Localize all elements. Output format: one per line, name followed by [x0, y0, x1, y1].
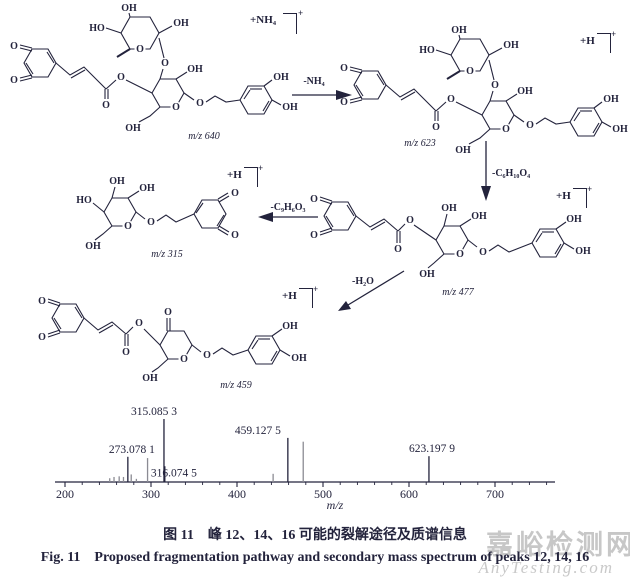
adduct-bracket-h-315: +H +	[227, 163, 267, 193]
bracket-icon	[597, 33, 611, 53]
svg-text:O: O	[164, 307, 172, 318]
charge-plus: +	[587, 184, 593, 194]
peak-label: 316.074 5	[151, 467, 197, 479]
charge-plus: +	[611, 29, 617, 39]
peak-label: 459.127 5	[235, 425, 281, 437]
svg-text:OH: OH	[142, 373, 158, 384]
peak-label: 273.078 1	[109, 444, 155, 456]
adduct-label: +H	[580, 35, 595, 47]
loss-label-c9h6o3: -C₉H₆O₃	[270, 202, 305, 213]
loss-label-nh4: -NH₄	[303, 76, 324, 87]
svg-text:OH: OH	[575, 246, 591, 257]
svg-text:O: O	[310, 194, 318, 205]
x-tick-label: 500	[314, 487, 332, 501]
structure-mz315: O OH HO OH OH O O O m/z 315	[76, 176, 239, 260]
x-tick-label: 200	[56, 487, 74, 501]
x-axis-label: m/z	[327, 498, 344, 512]
mz-label-640: m/z 640	[188, 131, 219, 142]
adduct-label: +NH₄	[250, 14, 277, 26]
mz-label-459: m/z 459	[220, 380, 251, 391]
watermark-chinese: 嘉峪检测网	[486, 530, 630, 560]
fragmentation-pathway-diagram: O O O O O O OH OH	[9, 2, 629, 391]
adduct-bracket-nh4: +NH₄ +	[250, 8, 310, 40]
svg-text:OH: OH	[109, 176, 125, 187]
svg-text:O: O	[479, 247, 487, 258]
x-tick-label: 300	[142, 487, 160, 501]
mz-label-623: m/z 623	[404, 138, 435, 149]
svg-text:OH: OH	[85, 241, 101, 252]
svg-text:OH: OH	[291, 353, 307, 364]
svg-text:OH: OH	[282, 321, 298, 332]
x-tick-label: 400	[228, 487, 246, 501]
svg-text:O: O	[231, 230, 239, 241]
svg-text:O: O	[135, 318, 143, 329]
bracket-icon	[283, 13, 297, 34]
structure-mz459: O O O O O O OH O OH	[38, 296, 307, 391]
svg-text:OH: OH	[419, 269, 435, 280]
adduct-label: +H	[556, 190, 571, 202]
fragmentation-arrows: -NH₄ -C₆H₁₀O₄ -C₉H₆O₃ -H₂O	[258, 76, 530, 311]
structure-mz477: O O O O O OH OH OH O	[310, 194, 591, 298]
mass-spectrum-chart: 200 300 400 500 600 700 m/z 273.078 1 315.085 3 3…	[55, 406, 555, 512]
svg-text:O: O	[394, 244, 402, 255]
charge-plus: +	[313, 284, 319, 294]
loss-label-c6h10o4: -C₆H₁₀O₄	[492, 168, 530, 179]
svg-text:O: O	[310, 230, 318, 241]
svg-text:OH: OH	[471, 211, 487, 222]
bracket-icon	[573, 188, 587, 208]
adduct-label: +H	[227, 169, 242, 181]
svg-text:O: O	[38, 296, 46, 307]
caption-chinese: 图 11 峰 12、14、16 可能的裂解途径及质谱信息	[163, 528, 467, 543]
adduct-bracket-h-459: +H +	[282, 284, 322, 314]
svg-text:O: O	[180, 354, 188, 365]
svg-text:OH: OH	[441, 203, 457, 214]
structure-mz640: m/z 640	[9, 2, 299, 142]
adduct-label: +H	[282, 290, 297, 302]
bracket-icon	[299, 288, 313, 308]
structure-mz623: m/z 623	[339, 24, 629, 157]
x-tick-label: 600	[400, 487, 418, 501]
adduct-bracket-h-477: +H +	[556, 184, 596, 214]
charge-plus: +	[298, 8, 304, 18]
mz-label-315: m/z 315	[151, 249, 182, 260]
loss-label-h2o: -H₂O	[352, 276, 374, 287]
svg-text:O: O	[456, 249, 464, 260]
svg-text:O: O	[38, 332, 46, 343]
svg-text:O: O	[203, 350, 211, 361]
svg-text:O: O	[406, 215, 414, 226]
svg-text:HO: HO	[76, 195, 92, 206]
charge-plus: +	[258, 163, 264, 173]
svg-text:O: O	[122, 347, 130, 358]
svg-text:O: O	[124, 221, 132, 232]
adduct-bracket-h-623: +H +	[580, 29, 620, 59]
bracket-icon	[244, 167, 258, 187]
caption-english: Fig. 11 Proposed fragmentation pathway a…	[40, 550, 590, 565]
svg-text:OH: OH	[566, 214, 582, 225]
svg-text:OH: OH	[139, 183, 155, 194]
mz-label-477: m/z 477	[442, 287, 474, 298]
watermark-english: AnyTesting.com	[478, 558, 614, 577]
svg-text:O: O	[231, 188, 239, 199]
peak-label: 315.085 3	[131, 406, 177, 418]
x-tick-label: 700	[486, 487, 504, 501]
svg-text:O: O	[147, 217, 155, 228]
peak-label: 623.197 9	[409, 443, 455, 455]
